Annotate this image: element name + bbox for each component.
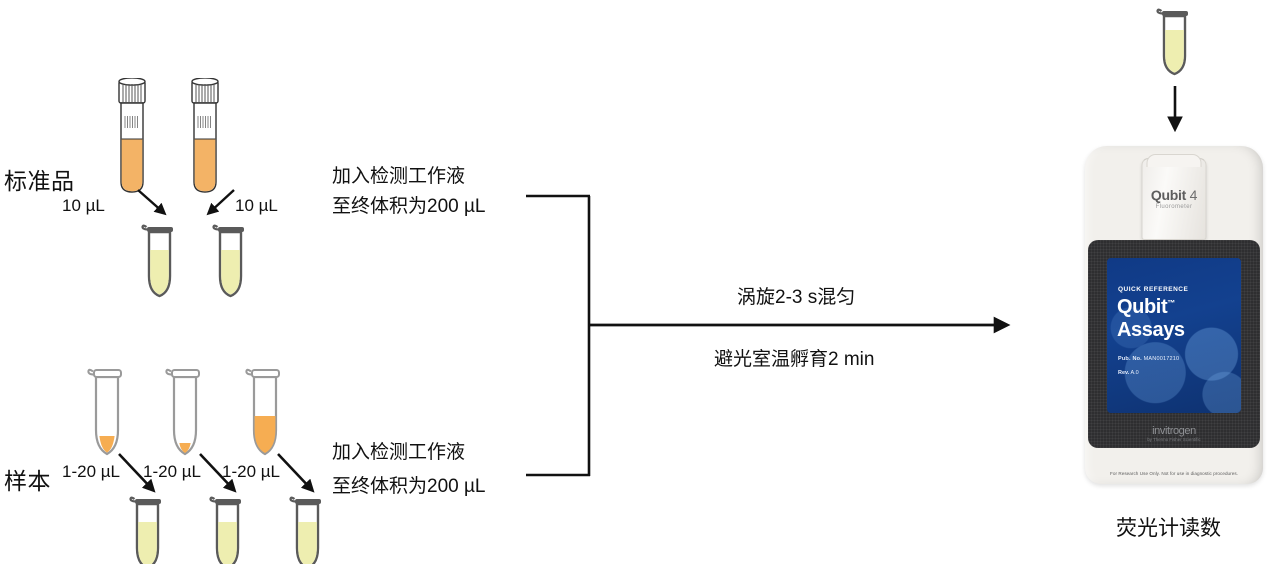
lid-model-number: 4 [1189,187,1198,203]
screen-title-rest: Assays [1117,319,1185,341]
sample-assay-tube-2 [208,490,248,564]
screen-title-brand: Qubit [1117,296,1168,318]
sample-volume-label-3: 1-20 µL [222,462,280,481]
screen-eyebrow-text: QUICK REFERENCE [1118,286,1189,293]
sample-transfer-arrow-2 [196,450,252,507]
sample-assay-tube-3 [288,490,328,564]
rev-value: A.0 [1130,370,1139,376]
samples-step-text-line1: 加入检测工作液 [332,442,466,463]
standard-assay-tube-1 [140,218,180,300]
thermo-fisher-tagline: by Thermo Fisher Scientific [1147,436,1201,442]
screen-revision: Rev. A.0 [1118,370,1139,376]
sample-tube-1 [85,360,129,460]
rev-label: Rev. [1118,370,1130,376]
invitrogen-logo: invitrogen by Thermo Fisher Scientific [1088,424,1260,442]
sample-volume-label-1: 1-20 µL [62,462,120,481]
samples-step-text-line2: 至终体积为200 µL [332,476,486,497]
standard-transfer-arrow-2 [200,186,242,227]
lid-hump [1146,154,1202,167]
samples-row-label: 样本 [4,468,51,494]
lid-brand-text: Qubit 4 [1151,188,1197,202]
standards-step-text-line1: 加入检测工作液 [332,166,466,187]
lid-brand-name: Qubit [1150,187,1186,203]
pub-number: MAN0017210 [1143,356,1180,362]
standard-transfer-arrow-1 [134,186,176,227]
readout-label: 荧光计读数 [1116,517,1221,540]
loaded-assay-tube [1155,4,1195,78]
standard-vial-1 [112,78,150,198]
screen-title: Qubit™ Assays [1117,296,1241,342]
standard-assay-tube-2 [211,218,251,300]
sample-tube-2 [163,360,207,460]
instrument-body: Qubit 4 Fluorometer QUICK REFERENCE Qubi… [1085,146,1263,484]
screen-publication-number: Pub. No. MAN0017210 [1118,356,1179,362]
sample-volume-label-2: 1-20 µL [143,462,201,481]
sample-assay-tube-1 [128,490,168,564]
process-arrow-label-below: 避光室温孵育2 min [714,349,875,370]
merge-bracket-and-process-arrow [520,180,1020,495]
trademark-symbol: ™ [1167,298,1175,308]
pub-label: Pub. No. [1118,356,1142,362]
standard-volume-label-2: 10 µL [235,196,278,215]
screen-bezel: QUICK REFERENCE Qubit™ Assays Pub. No. M… [1088,240,1260,448]
sample-transfer-arrow-1 [115,450,171,507]
standard-vial-2 [185,78,223,198]
standard-volume-label-1: 10 µL [62,196,105,215]
standards-row-label: 标准品 [4,168,75,194]
research-use-only-note: For Research Use Only. Not for use in di… [1109,471,1239,476]
lid-subtitle: Fluorometer [1155,204,1193,210]
load-down-arrow [1163,84,1187,143]
qubit-fluorometer[interactable]: Qubit 4 Fluorometer QUICK REFERENCE Qubi… [1085,146,1263,484]
sample-transfer-arrow-3 [274,450,330,507]
standards-step-text-line2: 至终体积为200 µL [332,196,486,217]
instrument-touchscreen[interactable]: QUICK REFERENCE Qubit™ Assays Pub. No. M… [1107,258,1241,413]
sample-tube-3 [243,360,287,460]
sample-chamber-lid[interactable]: Qubit 4 Fluorometer [1141,154,1207,240]
process-arrow-label-above: 涡旋2-3 s混匀 [737,287,856,308]
invitrogen-wordmark: invitrogen [1152,424,1196,437]
